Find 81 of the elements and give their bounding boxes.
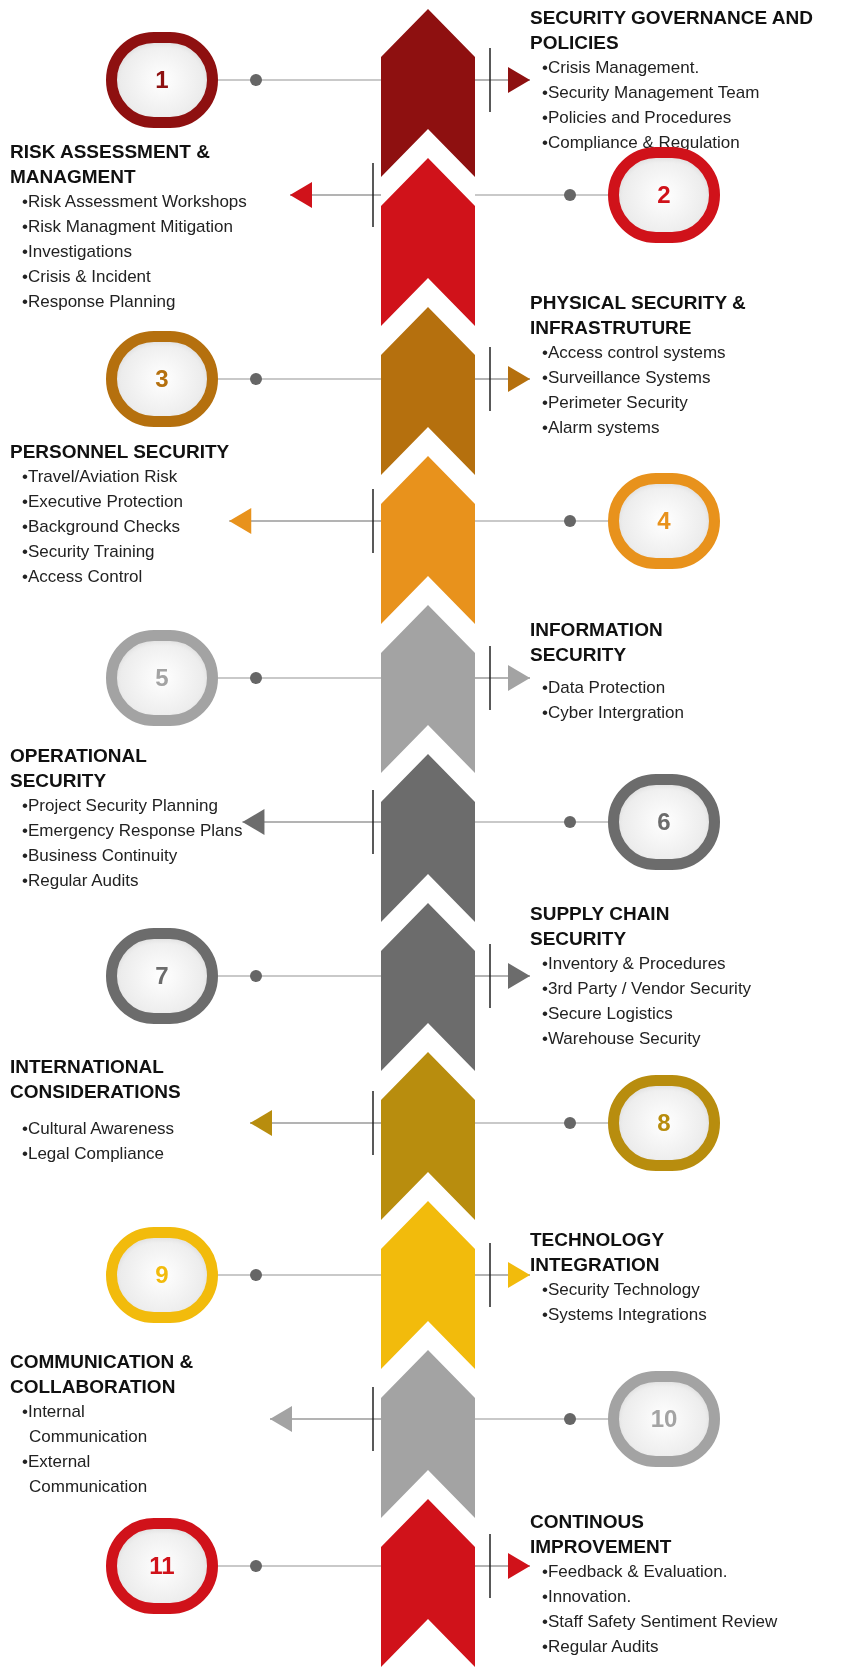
section-heading: CONTINOUS IMPROVEMENT [530, 1510, 673, 1559]
bullet-item: •Project Security Planning [22, 795, 219, 817]
section-heading: INFORMATION SECURITY [530, 618, 664, 667]
section-heading: PERSONNEL SECURITY [10, 440, 230, 464]
connector-line [217, 1269, 382, 1281]
pointer-arrow [474, 67, 531, 93]
bullet-item: •Feedback & Evaluation. [542, 1561, 729, 1583]
bullet-item: •Legal Compliance [22, 1143, 166, 1165]
connector-line [217, 970, 382, 982]
pointer-arrow [474, 366, 531, 392]
chevron-shape [381, 9, 475, 177]
chevron-shape [381, 307, 475, 475]
pointer-arrow [249, 1110, 382, 1136]
section-heading: INTERNATIONAL CONSIDERATIONS [10, 1055, 182, 1104]
bullet-item: •Policies and Procedures [542, 107, 733, 129]
bullet-item: •Risk Assessment Workshops [22, 191, 248, 213]
bullet-item: •Inventory & Procedures [542, 953, 727, 975]
bullet-item: •Response Planning [22, 291, 177, 313]
bullet-item: •Risk Managment Mitigation [22, 216, 234, 238]
connector-line [217, 1560, 382, 1572]
pointer-arrow [241, 809, 382, 835]
chevron-shape [381, 1052, 475, 1220]
connector-line [474, 515, 609, 527]
chevron-shape [381, 754, 475, 922]
bullet-item: •3rd Party / Vendor Security [542, 978, 752, 1000]
pointer-arrow [474, 665, 531, 691]
pointer-arrow [228, 508, 382, 534]
bullet-item: •Data Protection [542, 677, 667, 699]
section-heading: SUPPLY CHAIN SECURITY [530, 902, 671, 951]
section-heading: OPERATIONAL SECURITY [10, 744, 148, 793]
chevron-shape [381, 605, 475, 773]
bullet-item: •Staff Safety Sentiment Review [542, 1611, 778, 1633]
bullet-item: •Access control systems [542, 342, 727, 364]
connector-line [474, 1117, 609, 1129]
bullet-item: •Innovation. [542, 1586, 633, 1608]
section-heading: RISK ASSESSMENT & MANAGMENT [10, 140, 211, 189]
bullet-item: •Warehouse Security [542, 1028, 702, 1050]
section-heading: COMMUNICATION & COLLABORATION [10, 1350, 195, 1399]
bullet-item: •Secure Logistics [542, 1003, 674, 1025]
section-heading: SECURITY GOVERNANCE AND POLICIES [530, 6, 814, 55]
bullet-item: •Systems Integrations [542, 1304, 708, 1326]
bullet-item: •Cyber Intergration [542, 702, 686, 724]
pointer-arrow [474, 1553, 531, 1579]
chevron-shape [381, 1499, 475, 1667]
bullet-item: •Security Technology [542, 1279, 701, 1301]
connector-line [474, 189, 609, 201]
bullet-item: •Surveillance Systems [542, 367, 712, 389]
chevron-shape [381, 456, 475, 624]
bullet-item: •Access Control [22, 566, 144, 588]
pointer-arrow [474, 963, 531, 989]
bullet-item: •Security Management Team [542, 82, 761, 104]
bullet-item: •Cultural Awareness [22, 1118, 176, 1140]
bullet-item: •Executive Protection [22, 491, 184, 513]
bullet-item: •Regular Audits [542, 1636, 660, 1658]
chevron-shape [381, 1201, 475, 1369]
bullet-item: •Emergency Response Plans [22, 820, 243, 842]
connector-line [217, 74, 382, 86]
section-heading: TECHNOLOGY INTEGRATION [530, 1228, 665, 1277]
bullet-item: •Background Checks [22, 516, 182, 538]
connector-line [474, 1413, 609, 1425]
bullet-item: •Security Training [22, 541, 156, 563]
bullet-item: •Crisis Management. [542, 57, 701, 79]
chevron-shape [381, 903, 475, 1071]
bullet-item: •Alarm systems [542, 417, 661, 439]
chevron-shape [381, 158, 475, 326]
connector-line [474, 816, 609, 828]
bullet-item: •Internal Communication [22, 1401, 149, 1448]
section-heading: PHYSICAL SECURITY & INFRASTRUTURE [530, 291, 747, 340]
bullet-item: •Travel/Aviation Risk [22, 466, 179, 488]
bullet-item: •Investigations [22, 241, 133, 263]
bullet-item: •Crisis & Incident [22, 266, 152, 288]
bullet-item: •Business Continuity [22, 845, 179, 867]
chevron-shape [381, 1350, 475, 1518]
bullet-item: •External Communication [22, 1451, 149, 1498]
pointer-arrow [269, 1406, 382, 1432]
pointer-arrow [474, 1262, 531, 1288]
connector-line [217, 373, 382, 385]
bullet-item: •Perimeter Security [542, 392, 689, 414]
bullet-item: •Regular Audits [22, 870, 140, 892]
connector-line [217, 672, 382, 684]
pointer-arrow [289, 182, 382, 208]
